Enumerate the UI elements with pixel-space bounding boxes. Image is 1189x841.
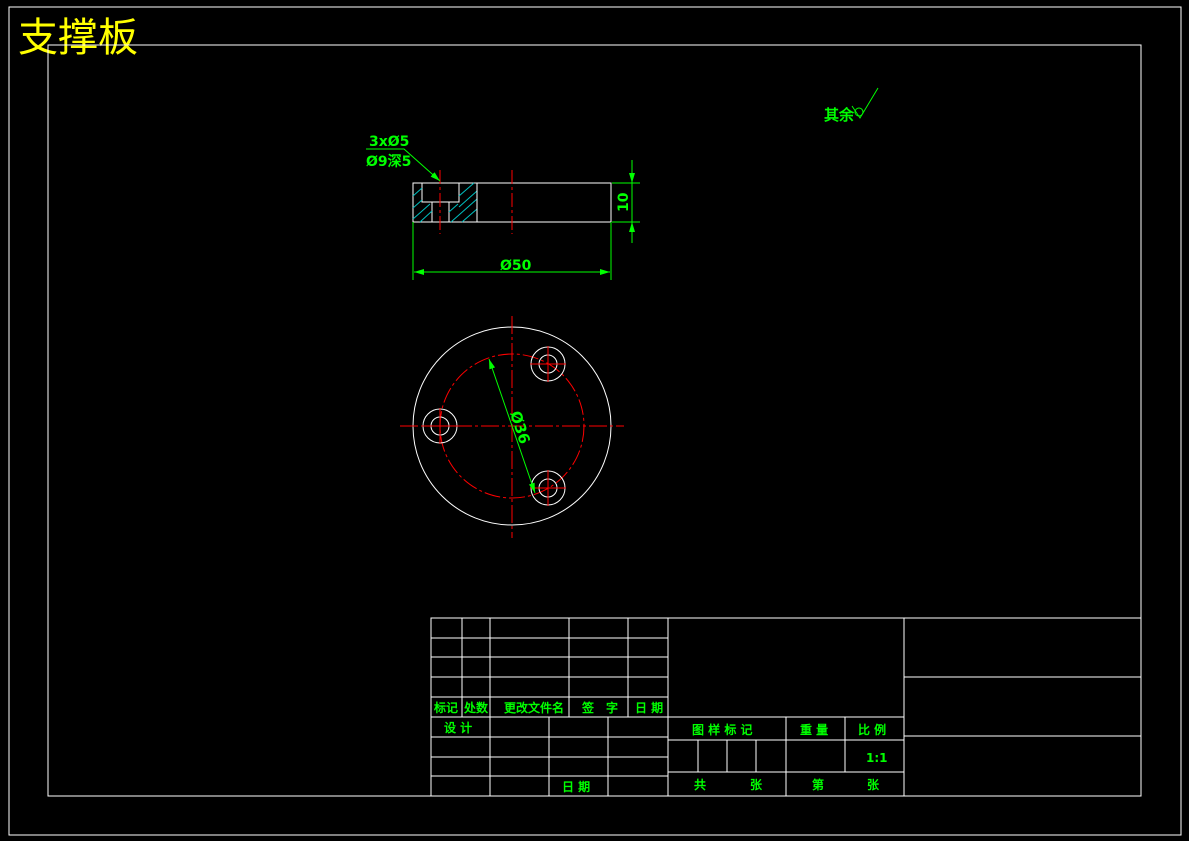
tb-total: 共 [694,777,706,792]
hole-top-right [530,346,566,382]
tb-sign: 签 字 [581,700,618,715]
hole-callout-line1: 3xØ5 [369,134,409,150]
tb-ratio-value: 1:1 [866,751,888,765]
top-view: Ø36 [400,316,624,538]
title-block [430,617,1142,797]
tb-mark: 标记 [433,700,458,715]
dim-pitch-line [488,358,536,494]
tb-sheet-no: 第 [812,777,824,792]
outer-border [8,6,1182,836]
dim-pitch-text: Ø36 [506,409,534,447]
title-block-text: 标记 处数 更改文件名 签 字 日 期 设 计 日 期 图 样 标 记 重 量 … [433,700,888,794]
side-view: 3xØ5 Ø9深5 10 Ø50 [366,134,640,280]
tb-date-bottom: 日 期 [562,779,590,794]
section-hatch [412,182,478,223]
drawing-title: 支撑板 [18,15,138,61]
tb-date: 日 期 [635,700,663,715]
dim-height-text: 10 [616,192,632,212]
inner-border [47,44,1142,797]
tb-count: 处数 [463,700,489,715]
hole-callout-leader [366,148,441,182]
roughness-note-text: 其余 [824,106,855,124]
hole-left [422,408,458,444]
tb-drawing-mark: 图 样 标 记 [692,722,753,737]
hole-callout-line2: Ø9深5 [366,153,411,170]
roughness-note: 其余 [824,87,879,124]
dim-diameter-text: Ø50 [500,258,532,274]
tb-weight: 重 量 [800,722,828,737]
tb-sheet: 张 [867,777,880,792]
tb-doc: 更改文件名 [504,700,564,715]
tb-ratio: 比 例 [858,722,886,737]
hole-bottom-right [530,470,566,506]
tb-design: 设 计 [444,720,472,735]
roughness-symbol-stroke [851,87,879,119]
tb-sheets: 张 [750,777,763,792]
